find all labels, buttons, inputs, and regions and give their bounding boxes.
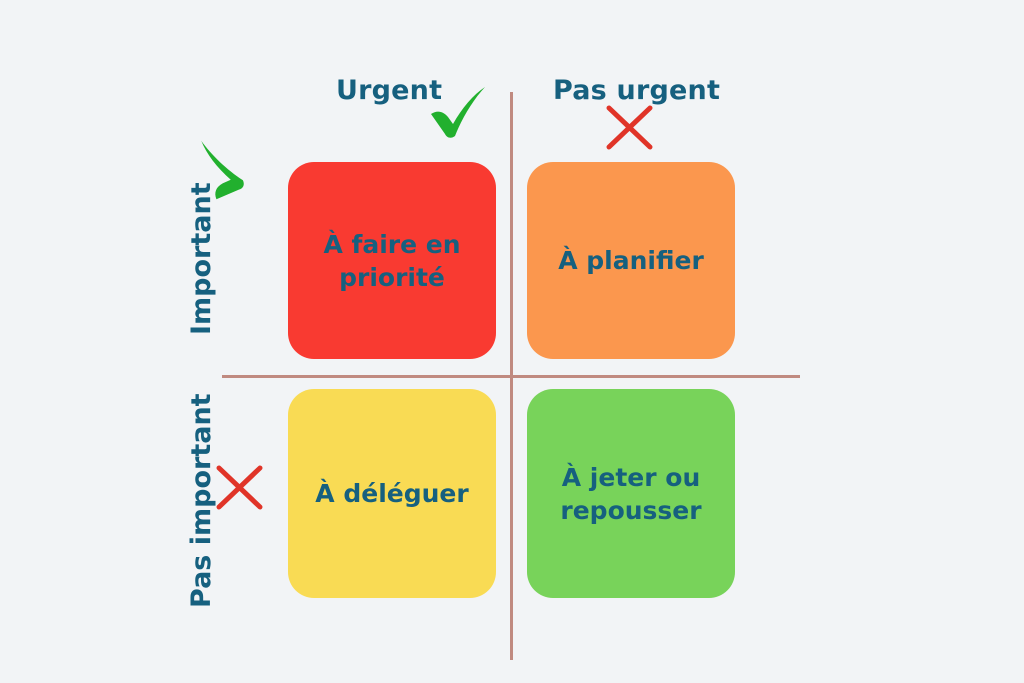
check-icon	[188, 137, 258, 210]
cross-icon	[606, 105, 653, 154]
horizontal-divider-line	[222, 375, 800, 378]
row-header-important: Important	[186, 182, 217, 335]
column-header-not-urgent: Pas urgent	[553, 75, 721, 106]
column-header-urgent: Urgent	[336, 75, 443, 106]
quadrant-delegate[interactable]: À déléguer	[288, 389, 496, 598]
row-header-not-important: Pas important	[186, 393, 217, 608]
quadrant-do-first[interactable]: À faire en priorité	[288, 162, 496, 359]
quadrant-drop-or-defer[interactable]: À jeter ou repousser	[527, 389, 735, 598]
cross-icon	[216, 465, 263, 514]
quadrant-plan[interactable]: À planifier	[527, 162, 735, 359]
check-icon	[427, 86, 489, 144]
